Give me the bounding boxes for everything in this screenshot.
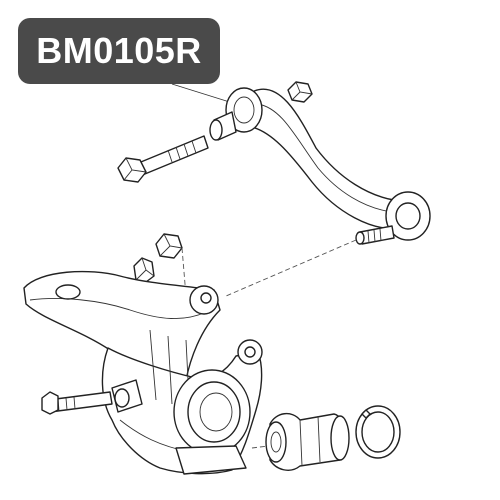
leader-line <box>171 83 237 105</box>
upper-arm-bolt <box>117 135 209 183</box>
wheel-knuckle <box>23 270 263 475</box>
knuckle-nut-upper <box>155 233 183 259</box>
part-number-badge: BM0105R <box>18 18 220 84</box>
bushing-guide-line <box>251 445 269 449</box>
upper-control-arm <box>209 87 431 245</box>
knuckle-nut-lower <box>133 257 155 283</box>
part-number-text: BM0105R <box>36 30 202 71</box>
trailing-bushing <box>265 413 350 471</box>
lower-link-bolt <box>41 391 113 415</box>
alignment-line <box>225 239 357 297</box>
snap-ring <box>355 405 401 459</box>
arm-nut <box>287 81 313 103</box>
